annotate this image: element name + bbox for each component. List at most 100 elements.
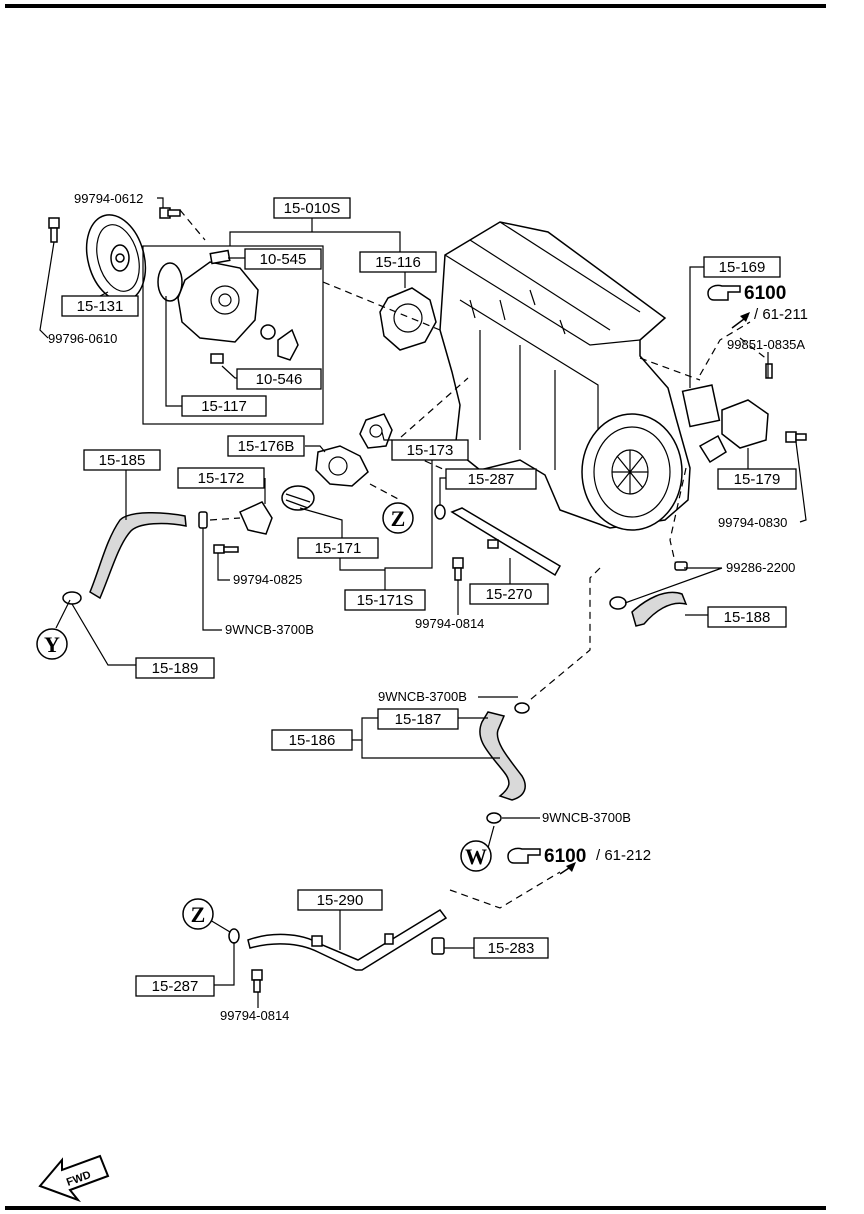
svg-text:15-188: 15-188 — [724, 609, 771, 626]
label-9WNCB-3700B-upper[interactable]: 9WNCB-3700B — [225, 622, 314, 637]
svg-text:15-172: 15-172 — [198, 470, 245, 487]
svg-text:15-173: 15-173 — [407, 442, 454, 459]
svg-text:15-116: 15-116 — [375, 254, 421, 271]
label-99794-0612[interactable]: 99794-0612 — [74, 191, 143, 206]
hose-clamp-icon — [198, 511, 208, 529]
thermostat-housing-illustration — [315, 445, 369, 487]
marker-w: W — [460, 840, 492, 872]
radiator-hose-lower-illustration — [631, 591, 688, 627]
part-box-15-287-lower[interactable]: 15-287 — [135, 975, 215, 997]
label-99794-0830[interactable]: 99794-0830 — [718, 515, 787, 530]
marker-y: Y — [36, 628, 68, 660]
svg-text:Z: Z — [191, 902, 206, 927]
bolt-icon — [765, 363, 773, 379]
part-box-15-131[interactable]: 15-131 — [61, 295, 139, 317]
part-box-15-187[interactable]: 15-187 — [377, 708, 459, 730]
part-box-10-546[interactable]: 10-546 — [236, 368, 322, 390]
water-outlet-illustration — [681, 384, 769, 464]
part-box-15-186[interactable]: 15-186 — [271, 729, 353, 751]
part-box-15-283[interactable]: 15-283 — [473, 937, 549, 959]
part-box-15-116[interactable]: 15-116 — [359, 251, 437, 273]
bolt-icon — [251, 969, 263, 993]
thermostat-illustration — [281, 485, 315, 511]
svg-text:15-287: 15-287 — [468, 471, 515, 488]
svg-text:15-185: 15-185 — [99, 452, 146, 469]
svg-text:15-171: 15-171 — [315, 540, 362, 557]
part-box-15-169[interactable]: 15-169 — [703, 256, 781, 278]
water-pipe-illustration — [450, 507, 562, 577]
part-box-15-188[interactable]: 15-188 — [707, 606, 787, 628]
pump-gasket-illustration — [379, 287, 437, 351]
reference-page-61-212[interactable]: / 61-212 — [596, 847, 651, 864]
water-inlet-illustration — [239, 501, 273, 535]
marker-z-lower: Z — [182, 898, 214, 930]
part-box-15-173[interactable]: 15-173 — [391, 439, 469, 461]
svg-text:15-171S: 15-171S — [357, 592, 414, 609]
outlet-gasket-illustration — [359, 413, 393, 449]
label-99286-2200[interactable]: 99286-2200 — [726, 560, 795, 575]
label-99796-0610[interactable]: 99796-0610 — [48, 331, 117, 346]
bolt-icon — [213, 544, 239, 554]
fwd-arrow-icon: FWD — [38, 1154, 110, 1203]
heater-hose-illustration — [479, 711, 526, 801]
svg-text:15-187: 15-187 — [395, 711, 442, 728]
part-box-15-010S[interactable]: 15-010S — [273, 197, 351, 219]
svg-text:15-117: 15-117 — [201, 398, 247, 415]
svg-text:15-186: 15-186 — [289, 732, 336, 749]
svg-text:15-169: 15-169 — [719, 259, 766, 276]
bolt-icon — [452, 557, 464, 581]
label-99794-0825[interactable]: 99794-0825 — [233, 572, 302, 587]
bypass-pipe-illustration — [247, 909, 448, 971]
o-ring-icon — [228, 928, 240, 944]
pointing-hand-icon — [707, 284, 741, 301]
reference-page-61-211[interactable]: / 61-211 — [754, 306, 808, 323]
reference-arrowhead — [566, 862, 576, 872]
reference-6100-lower[interactable]: 6100 — [544, 846, 586, 867]
svg-text:Z: Z — [391, 506, 406, 531]
svg-text:W: W — [465, 844, 487, 869]
alignment-dashes — [179, 209, 769, 909]
label-9WNCB-3700B-middle[interactable]: 9WNCB-3700B — [378, 689, 467, 704]
leader-lines — [39, 197, 807, 1008]
part-box-15-117[interactable]: 15-117 — [181, 395, 267, 417]
water-pump-group-frame — [142, 245, 324, 425]
part-box-15-270[interactable]: 15-270 — [469, 583, 549, 605]
part-box-15-287[interactable]: 15-287 — [445, 468, 537, 490]
part-box-15-171[interactable]: 15-171 — [297, 537, 379, 559]
svg-text:15-179: 15-179 — [734, 471, 781, 488]
bolt-icon — [785, 431, 807, 443]
svg-text:15-270: 15-270 — [486, 586, 533, 603]
label-99851-0835A[interactable]: 99851-0835A — [727, 337, 805, 352]
svg-text:10-546: 10-546 — [256, 371, 303, 388]
part-box-15-290[interactable]: 15-290 — [297, 889, 383, 911]
svg-text:15-189: 15-189 — [152, 660, 199, 677]
svg-text:15-283: 15-283 — [488, 940, 535, 957]
bolt-icon — [159, 207, 181, 219]
reference-6100-upper[interactable]: 6100 — [744, 283, 786, 304]
svg-text:15-176B: 15-176B — [238, 438, 295, 455]
svg-text:15-131: 15-131 — [77, 298, 124, 315]
pointing-hand-icon — [507, 847, 541, 864]
label-99794-0814-lower[interactable]: 99794-0814 — [220, 1008, 289, 1023]
radiator-hose-upper-illustration — [89, 511, 187, 600]
part-box-15-179[interactable]: 15-179 — [717, 468, 797, 490]
svg-text:15-287: 15-287 — [152, 978, 199, 995]
part-box-10-545[interactable]: 10-545 — [244, 248, 322, 270]
part-box-15-171S[interactable]: 15-171S — [344, 589, 426, 611]
label-9WNCB-3700B-lower[interactable]: 9WNCB-3700B — [542, 810, 631, 825]
svg-text:10-545: 10-545 — [260, 251, 307, 268]
hose-clamp-icon — [609, 596, 627, 610]
marker-z-upper: Z — [382, 502, 414, 534]
part-box-15-185[interactable]: 15-185 — [83, 449, 161, 471]
svg-text:15-010S: 15-010S — [284, 200, 341, 217]
part-box-15-189[interactable]: 15-189 — [135, 657, 215, 679]
part-box-15-176B[interactable]: 15-176B — [227, 435, 305, 457]
reference-arrowhead — [740, 312, 750, 322]
label-99794-0814-upper[interactable]: 99794-0814 — [415, 616, 484, 631]
part-box-15-172[interactable]: 15-172 — [177, 467, 265, 489]
svg-text:Y: Y — [44, 632, 60, 657]
bracket-icon — [431, 937, 445, 955]
hose-clamp-icon — [62, 591, 82, 605]
hose-clamp-icon — [674, 561, 688, 571]
